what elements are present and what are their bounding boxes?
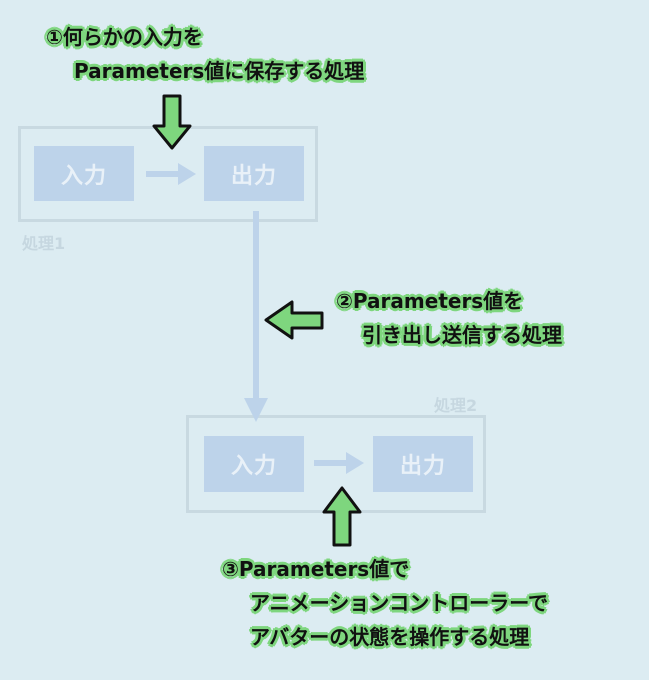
process1-input-node: 入力 — [34, 146, 134, 201]
process2-output-node: 出力 — [373, 436, 473, 492]
callout-one: ①何らかの入力を Parameters値に保存する処理 — [46, 20, 364, 88]
process2-input-node: 入力 — [204, 436, 304, 492]
callout-three-arrow — [322, 486, 362, 547]
callout-three-line1: ③Parameters値で — [222, 557, 410, 581]
callout-two-line1: ②Parameters値を — [336, 289, 524, 313]
process1-output-node: 出力 — [204, 146, 304, 201]
callout-three: ③Parameters値で アニメーションコントローラーで アバターの状態を操作… — [222, 552, 548, 654]
callout-two-line2: 引き出し送信する処理 — [362, 323, 562, 347]
process2-label: 処理2 — [434, 396, 478, 415]
process1-internal-arrow — [146, 163, 196, 185]
process-connector-arrow — [244, 211, 268, 422]
callout-three-line2: アニメーションコントローラーで — [250, 591, 548, 615]
process2-internal-arrow — [314, 452, 364, 474]
callout-two-arrow — [264, 300, 324, 340]
process1-label: 処理1 — [22, 234, 66, 253]
callout-two: ②Parameters値を 引き出し送信する処理 — [336, 284, 562, 352]
callout-one-arrow — [152, 94, 192, 150]
callout-one-line1: ①何らかの入力を — [46, 25, 203, 49]
callout-one-line2: Parameters値に保存する処理 — [74, 59, 365, 83]
callout-three-line3: アバターの状態を操作する処理 — [250, 625, 530, 649]
